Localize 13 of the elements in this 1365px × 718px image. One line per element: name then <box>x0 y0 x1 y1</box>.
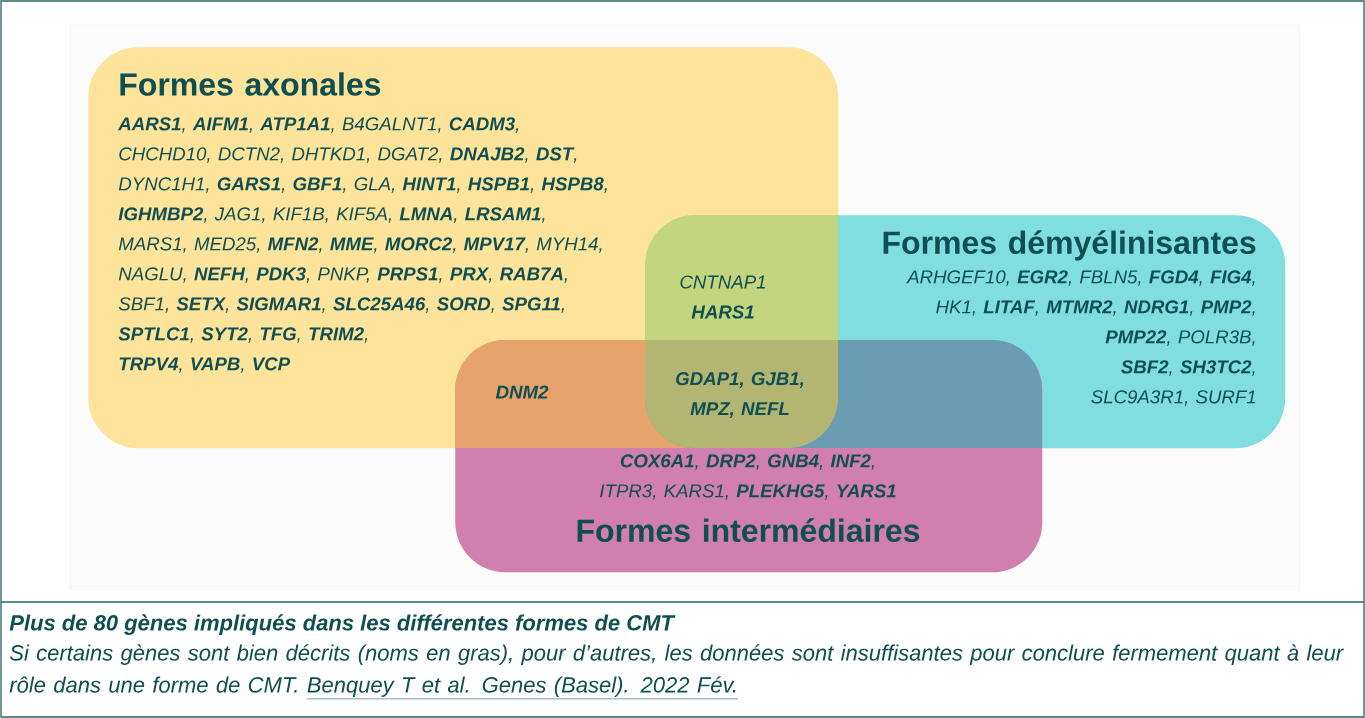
set-heading: Formes démyélinisantes <box>883 230 1256 261</box>
caption-title: Plus de 80 gènes impliqués dans les différentes formes de CMT <box>9 614 676 635</box>
gene-list: GDAP1, GJB1, MPZ, NEFL <box>676 372 804 418</box>
gene-list: HARS1 <box>691 305 754 319</box>
gene-list: ARHGEF10, EGR2, FBLN5, FGD4, FIG4, HK1, LITAF, MTMR2, NDRG1, PMP2, PMP22, POLR3B, SBF2, SH3TC2, SLC9A3R1, SURF1 <box>906 270 1256 406</box>
reference-link: Benquey T et al. Genes (Basel). 2022 Fév. <box>306 676 739 700</box>
caption-text: Si certains gènes sont bien décrits (noms en gras), pour d’autres, les données sont insuffisantes pour conclure fermement quant à leur rôle dans une forme de CMT. Benquey T et al. Genes (Basel). 2022 Fév. <box>9 644 1344 700</box>
set-heading: Formes axonales <box>120 72 381 96</box>
gene-list: CNTNAP1 <box>680 275 765 289</box>
set-heading: Formes intermédiaires <box>577 518 920 543</box>
gene-list: DNM2 <box>495 385 549 399</box>
gene-list: AARS1, AIFM1, ATP1A1, B4GALNT1, CADM3, CHCHD10, DCTN2, DHTKD1, DGAT2, DNAJB2, DST, DYNC1H1, GARS1, GBF1, GLA, HINT1, HSPB1, HSPB8, IGHMBP2, JAG1, KIF1B, KIF5A, LMNA, LRSAM1, MARS1, MED25, MFN2, MME, MORC2, MPV17, MYH14, NAGLU, NEFH, PDK3, PNKP, PRPS1, PRX, RAB7A, SBF1, SETX, SIGMAR1, SLC25A46, SORD, SPG11, SPTLC1, SYT2, TFG, TRIM2, TRPV4, VAPB, VCP <box>117 117 607 373</box>
gene-list: COX6A1, DRP2, GNB4, INF2, ITPR3, KARS1, PLEKHG5, YARS1 <box>600 454 896 500</box>
